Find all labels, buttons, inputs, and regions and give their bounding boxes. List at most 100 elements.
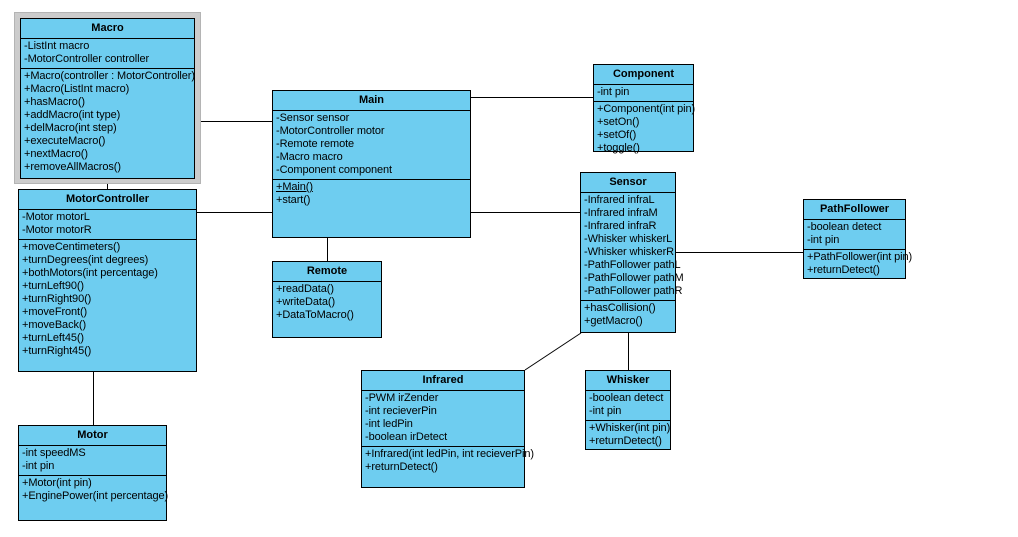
attribute-row: -Motor motorL — [22, 211, 90, 223]
method-row: +writeData() — [276, 296, 336, 308]
attribute-row: -int speedMS — [22, 447, 86, 459]
method-row: +hasMacro() — [24, 96, 85, 108]
attribute-row: -int pin — [589, 405, 622, 417]
attribute-row: -PWM irZender — [365, 392, 439, 404]
method-row: +toggle() — [597, 142, 640, 154]
attribute-row: -Whisker whiskerL — [584, 233, 673, 245]
edge-macro-motorcontroller — [107, 178, 108, 197]
class-box-main[interactable]: Main -Sensor sensor -MotorController mot… — [272, 90, 471, 238]
method-row: +bothMotors(int percentage) — [22, 267, 158, 279]
edge-sensor-whisker — [628, 333, 629, 370]
method-row: +turnRight90() — [22, 293, 92, 305]
method-row: +hasCollision() — [584, 302, 656, 314]
method-row: +nextMacro() — [24, 148, 88, 160]
class-box-pathfollower[interactable]: PathFollower -boolean detect -int pin +P… — [803, 199, 913, 279]
edge-motorcontroller-main — [197, 212, 273, 213]
method-row: +Macro(ListInt macro) — [24, 83, 130, 95]
method-row: +turnRight45() — [22, 345, 92, 357]
class-title-pathfollower: PathFollower — [804, 200, 905, 220]
edge-sensor-pathfollower — [676, 252, 803, 253]
method-row: +setOn() — [597, 116, 640, 128]
attribute-row: -boolean detect — [807, 221, 882, 233]
class-box-whisker[interactable]: Whisker -boolean detect -int pin +Whiske… — [585, 370, 671, 450]
class-methods-infrared: +Infrared(int ledPin, int recieverPin) +… — [362, 447, 534, 476]
edge-main-component — [471, 97, 593, 98]
method-row: +Whisker(int pin) — [589, 422, 671, 434]
attribute-row: -PathFollower pathM — [584, 272, 684, 284]
method-row: +delMacro(int step) — [24, 122, 117, 134]
method-row: +EnginePower(int percentage) — [22, 490, 169, 502]
class-box-remote[interactable]: Remote +readData() +writeData() +DataToM… — [272, 261, 382, 338]
class-title-infrared: Infrared — [362, 371, 524, 391]
class-attributes-macro: -ListInt macro -MotorController controll… — [21, 39, 194, 69]
attribute-row: -Remote remote — [276, 138, 355, 150]
attribute-row: -ListInt macro — [24, 40, 90, 52]
attribute-row: -int ledPin — [365, 418, 413, 430]
method-row: +turnLeft45() — [22, 332, 84, 344]
class-box-component[interactable]: Component -int pin +Component(int pin) +… — [593, 64, 695, 154]
attribute-row: -Component component — [276, 164, 393, 176]
method-row: +Motor(int pin) — [22, 477, 92, 489]
class-methods-whisker: +Whisker(int pin) +returnDetect() — [586, 421, 670, 450]
class-title-motorcontroller: MotorController — [19, 190, 196, 210]
attribute-row: -Whisker whiskerR — [584, 246, 674, 258]
method-row: +Macro(controller : MotorController) — [24, 70, 195, 82]
class-box-motorcontroller[interactable]: MotorController -Motor motorL -Motor mot… — [18, 189, 197, 372]
edge-main-remote — [327, 238, 328, 261]
class-title-motor: Motor — [19, 426, 166, 446]
method-row: +moveCentimeters() — [22, 241, 121, 253]
method-row: +executeMacro() — [24, 135, 106, 147]
class-methods-sensor: +hasCollision() +getMacro() — [581, 301, 675, 330]
class-methods-motor: +Motor(int pin) +EnginePower(int percent… — [19, 476, 169, 505]
method-row: +moveFront() — [22, 306, 88, 318]
method-row: +start() — [276, 194, 311, 206]
method-row: +readData() — [276, 283, 334, 295]
method-row: +returnDetect() — [807, 264, 880, 276]
attribute-row: -Sensor sensor — [276, 112, 350, 124]
class-box-sensor[interactable]: Sensor -Infrared infraL -Infrared infraM… — [580, 172, 684, 333]
attribute-row: -int pin — [807, 234, 840, 246]
class-title-remote: Remote — [273, 262, 381, 282]
attribute-row: -Infrared infraM — [584, 207, 658, 219]
attribute-row: -MotorController controller — [24, 53, 150, 65]
class-attributes-whisker: -boolean detect -int pin — [586, 391, 670, 421]
class-title-macro: Macro — [21, 19, 194, 39]
attribute-row: -boolean irDetect — [365, 431, 448, 443]
edge-main-sensor — [471, 212, 581, 213]
attribute-row: -Infrared infraL — [584, 194, 655, 206]
attribute-row: -Macro macro — [276, 151, 343, 163]
attribute-row: -PathFollower pathL — [584, 259, 681, 271]
attribute-row: -boolean detect — [589, 392, 664, 404]
method-row: +removeAllMacros() — [24, 161, 121, 173]
class-box-macro[interactable]: Macro -ListInt macro -MotorController co… — [20, 18, 195, 179]
method-row: +returnDetect() — [365, 461, 438, 473]
class-title-sensor: Sensor — [581, 173, 675, 193]
attribute-row: -Infrared infraR — [584, 220, 657, 232]
class-box-infrared[interactable]: Infrared -PWM irZender -int recieverPin … — [361, 370, 534, 488]
class-title-whisker: Whisker — [586, 371, 670, 391]
method-row: +PathFollower(int pin) — [807, 251, 913, 263]
attribute-row: -Motor motorR — [22, 224, 92, 236]
edge-macro-main — [193, 121, 273, 122]
class-attributes-motor: -int speedMS -int pin — [19, 446, 166, 476]
method-row: +moveBack() — [22, 319, 87, 331]
method-row: +Infrared(int ledPin, int recieverPin) — [365, 448, 534, 460]
attribute-row: -int pin — [597, 86, 630, 98]
method-row: +addMacro(int type) — [24, 109, 121, 121]
attribute-row: -MotorController motor — [276, 125, 385, 137]
class-attributes-pathfollower: -boolean detect -int pin — [804, 220, 905, 250]
class-methods-motorcontroller: +moveCentimeters() +turnDegrees(int degr… — [19, 240, 196, 360]
method-row: +turnLeft90() — [22, 280, 84, 292]
class-box-motor[interactable]: Motor -int speedMS -int pin +Motor(int p… — [18, 425, 169, 521]
edge-motorcontroller-motor — [93, 372, 94, 425]
class-title-component: Component — [594, 65, 693, 85]
method-row: +turnDegrees(int degrees) — [22, 254, 149, 266]
class-methods-component: +Component(int pin) +setOn() +setOf() +t… — [594, 102, 696, 157]
method-row: +Component(int pin) — [597, 103, 696, 115]
class-methods-macro: +Macro(controller : MotorController) +Ma… — [21, 69, 195, 176]
attribute-row: -PathFollower pathR — [584, 285, 683, 297]
method-row: +DataToMacro() — [276, 309, 354, 321]
class-methods-remote: +readData() +writeData() +DataToMacro() — [273, 282, 381, 324]
